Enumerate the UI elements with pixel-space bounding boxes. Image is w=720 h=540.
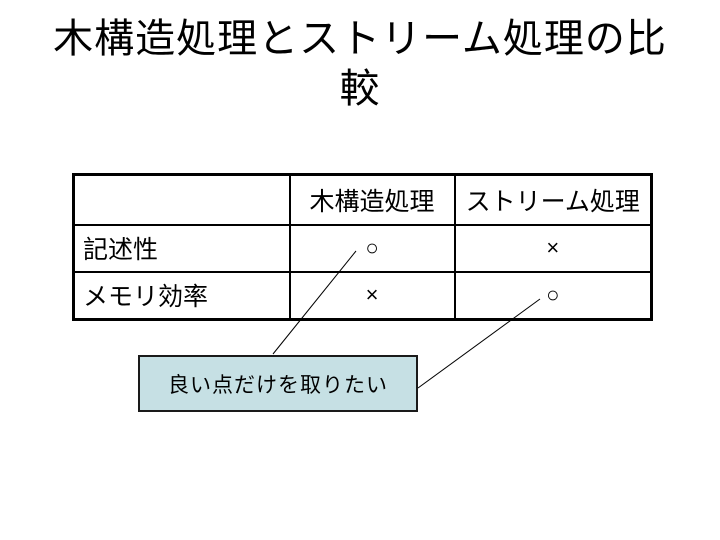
cell-memory-tree-mark: × [288, 270, 456, 321]
callout-text: 良い点だけを取りたい [168, 373, 388, 397]
row-label-memory-efficiency: メモリ効率 [72, 270, 291, 321]
row-label-descriptiveness: 記述性 [72, 223, 291, 273]
callout-box: 良い点だけを取りたい [138, 355, 418, 412]
header-cell-empty [72, 173, 291, 226]
table-header-row: 木構造処理 ストリーム処理 [72, 173, 653, 226]
cell-descriptiveness-stream-mark: × [453, 223, 653, 273]
table-row-descriptiveness: 記述性 ○ × [72, 223, 653, 273]
comparison-table: 木構造処理 ストリーム処理 記述性 ○ × メモリ効率 × ○ [72, 173, 653, 321]
cell-descriptiveness-tree-mark: ○ [288, 223, 456, 273]
table-row-memory-efficiency: メモリ効率 × ○ [72, 270, 653, 321]
cell-memory-stream-mark: ○ [453, 270, 653, 321]
title-line-1: 木構造処理とストリーム処理の比 [53, 17, 667, 61]
header-cell-tree-processing: 木構造処理 [288, 173, 456, 226]
slide-title: 木構造処理とストリーム処理の比 較 [0, 14, 720, 114]
header-cell-stream-processing: ストリーム処理 [453, 173, 653, 226]
title-line-2: 較 [339, 67, 381, 111]
